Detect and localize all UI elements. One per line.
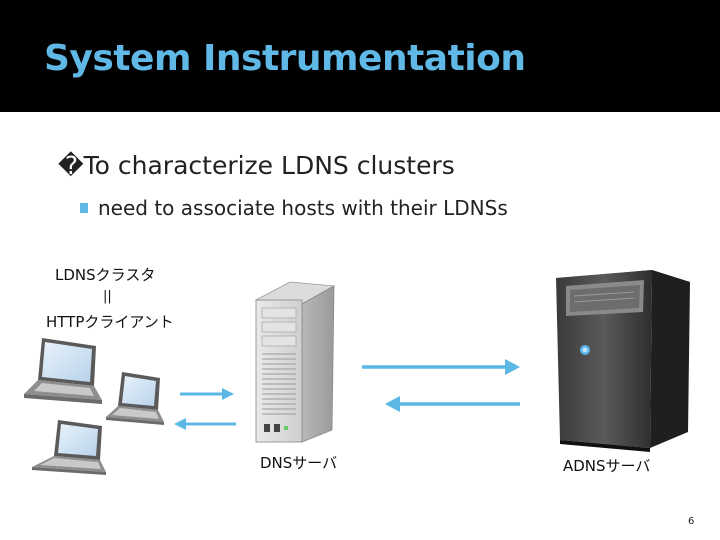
- arrow-right-icon: [362, 359, 520, 375]
- slide-number: 6: [688, 516, 695, 527]
- cluster-label-line2: ||: [103, 289, 112, 304]
- bullet-level2: need to associate hosts with their LDNSs: [80, 196, 508, 220]
- adns-server-label: ADNSサーバ: [563, 457, 651, 475]
- arrow-right-icon: [180, 388, 234, 400]
- bullet-square-icon: [80, 203, 88, 213]
- arrow-left-icon: [385, 396, 520, 412]
- server-tower-icon: [254, 281, 336, 443]
- bullet-level1-text: �To characterize LDNS clusters: [58, 151, 455, 180]
- title-bar: System Instrumentation: [0, 0, 720, 112]
- arrow-left-icon: [174, 418, 236, 430]
- bullet-level2-text: need to associate hosts with their LDNSs: [98, 196, 508, 220]
- laptop-icon: [24, 338, 102, 404]
- cluster-label-line3: HTTPクライアント: [46, 313, 174, 331]
- laptop-icon: [106, 372, 164, 425]
- dark-server-icon: [556, 270, 690, 452]
- slide-title: System Instrumentation: [44, 38, 526, 79]
- laptop-icon: [32, 420, 106, 475]
- cluster-label-line1: LDNSクラスタ: [55, 266, 156, 284]
- bullet-level1: �To characterize LDNS clusters: [58, 151, 455, 180]
- dns-server-label: DNSサーバ: [260, 454, 338, 472]
